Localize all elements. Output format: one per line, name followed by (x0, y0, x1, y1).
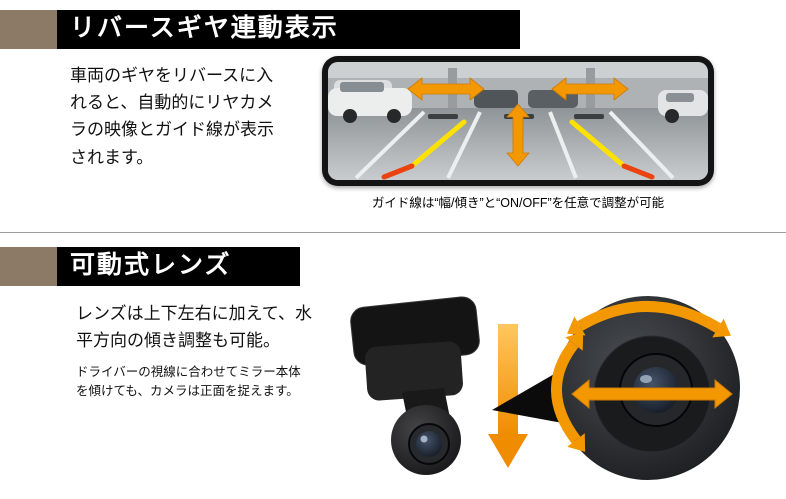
guide-lines (381, 119, 655, 180)
banner-accent-bar (0, 247, 57, 286)
mirror-caption: ガイド線は“幅/傾き”と“ON/OFF”を任意で調整が可能 (371, 196, 665, 210)
parked-car-right (658, 90, 708, 123)
parking-camera-view (328, 62, 708, 180)
camera-unit-illustration (350, 296, 480, 475)
section2-banner: 可動式レンズ (0, 247, 300, 286)
garage-ceiling (328, 62, 708, 78)
camera-lens-figure (350, 296, 740, 480)
up-down-arrow-icon (506, 103, 530, 167)
rotate-arrowhead-icon (712, 318, 731, 338)
left-right-arrow-icon (551, 77, 629, 101)
parking-lines (354, 110, 675, 180)
banner-accent-bar (0, 10, 57, 49)
tilt-arrow-icon (551, 340, 581, 444)
parked-car-distant (474, 90, 518, 108)
section1-banner: リバースギヤ連動表示 (0, 10, 520, 49)
rearview-mirror-image (322, 56, 714, 186)
banner-black-bar: リバースギヤ連動表示 (57, 10, 520, 49)
rotate-arrowhead-icon (567, 316, 586, 336)
section1-body: 車両のギヤをリバースに入れると、自動的にリヤカメラの映像とガイド線が表示されます… (70, 66, 274, 167)
tilt-arrowhead-icon (565, 332, 584, 351)
mirror-screen (328, 62, 708, 180)
section2-title: 可動式レンズ (70, 251, 232, 279)
tire-stoppers (428, 114, 604, 119)
left-right-arrow-icon (571, 378, 733, 410)
banner-black-bar: 可動式レンズ (57, 247, 300, 286)
section2-note: ドライバーの視線に合わせてミラー本体を傾けても、カメラは正面を捉えます。 (76, 365, 301, 399)
left-right-arrow-icon (407, 77, 485, 101)
callout-wedge (492, 366, 568, 424)
parked-car-left (328, 80, 412, 123)
section2-body: レンズは上下左右に加えて、水平方向の傾き調整も可能。 (76, 304, 312, 351)
section1-title: リバースギヤ連動表示 (70, 14, 339, 42)
rotate-arrow-icon (577, 301, 721, 333)
section-divider (0, 232, 786, 233)
tilt-arrowhead-icon (567, 433, 586, 452)
movable-lens-illustration (332, 290, 786, 499)
